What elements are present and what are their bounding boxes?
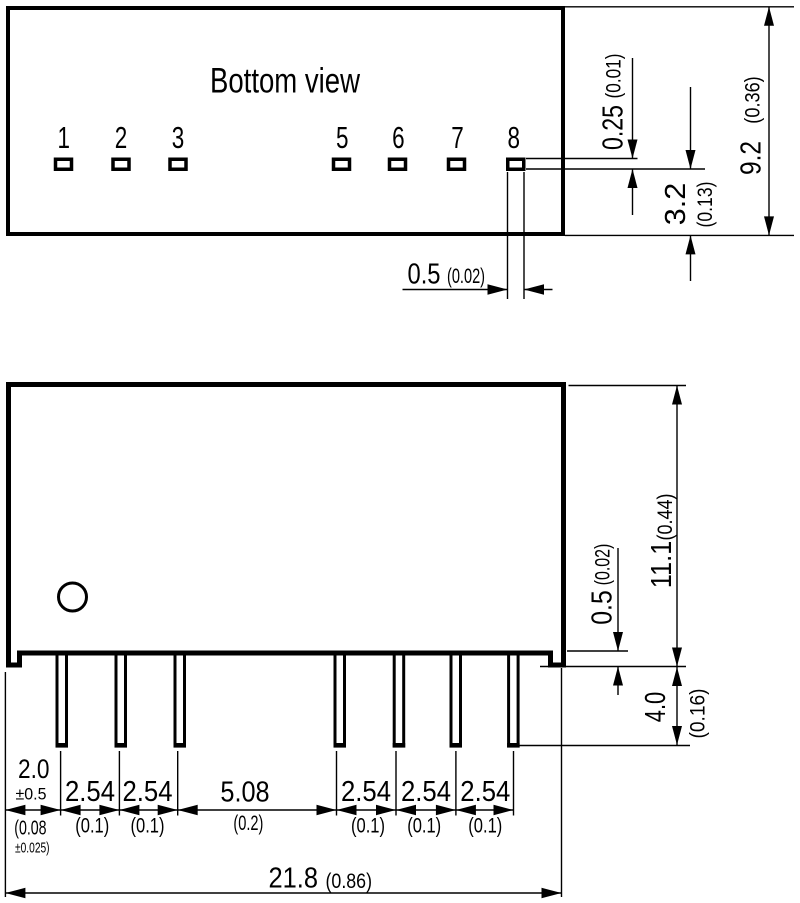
- svg-text:2.54: 2.54: [460, 776, 510, 808]
- svg-text:(0.13): (0.13): [694, 182, 717, 228]
- svg-text:11.1: 11.1: [646, 541, 678, 589]
- svg-text:(0.01): (0.01): [603, 54, 626, 99]
- svg-text:2.0: 2.0: [18, 754, 50, 784]
- svg-text:3: 3: [172, 120, 185, 155]
- svg-text:2.54: 2.54: [123, 776, 173, 808]
- svg-text:0.25: 0.25: [598, 105, 630, 150]
- svg-text:8: 8: [508, 120, 521, 155]
- svg-text:0.5: 0.5: [587, 590, 619, 625]
- svg-text:(0.02): (0.02): [447, 265, 485, 288]
- svg-text:1: 1: [58, 120, 71, 155]
- svg-text:(0.86): (0.86): [326, 870, 373, 893]
- svg-text:2.54: 2.54: [65, 776, 115, 808]
- svg-text:(0.1): (0.1): [131, 815, 165, 838]
- svg-text:21.8: 21.8: [269, 863, 319, 895]
- svg-text:4.0: 4.0: [640, 692, 672, 723]
- svg-text:2.54: 2.54: [401, 776, 451, 808]
- svg-text:(0.1): (0.1): [468, 815, 502, 838]
- svg-text:(0.02): (0.02): [592, 544, 615, 586]
- svg-text:5: 5: [336, 120, 349, 155]
- svg-text:Bottom view: Bottom view: [210, 62, 361, 101]
- svg-text:±0.5: ±0.5: [16, 785, 47, 804]
- svg-text:0.5: 0.5: [408, 259, 441, 291]
- svg-text:(0.36): (0.36): [742, 76, 765, 123]
- svg-text:(0.2): (0.2): [233, 812, 263, 835]
- svg-text:5.08: 5.08: [220, 777, 269, 809]
- svg-text:(0.44): (0.44): [654, 494, 677, 541]
- svg-text:6: 6: [392, 120, 405, 155]
- svg-text:2: 2: [115, 120, 128, 155]
- svg-text:9.2: 9.2: [736, 141, 768, 175]
- svg-text:(0.1): (0.1): [407, 815, 441, 838]
- svg-text:(0.16): (0.16): [687, 689, 710, 739]
- svg-text:3.2: 3.2: [660, 183, 692, 226]
- svg-text:(0.1): (0.1): [75, 815, 109, 838]
- svg-text:(0.1): (0.1): [351, 815, 385, 838]
- svg-text:±0.025): ±0.025): [15, 840, 50, 857]
- svg-text:(0.08: (0.08: [14, 818, 46, 840]
- svg-text:7: 7: [451, 120, 464, 155]
- svg-text:2.54: 2.54: [341, 776, 391, 808]
